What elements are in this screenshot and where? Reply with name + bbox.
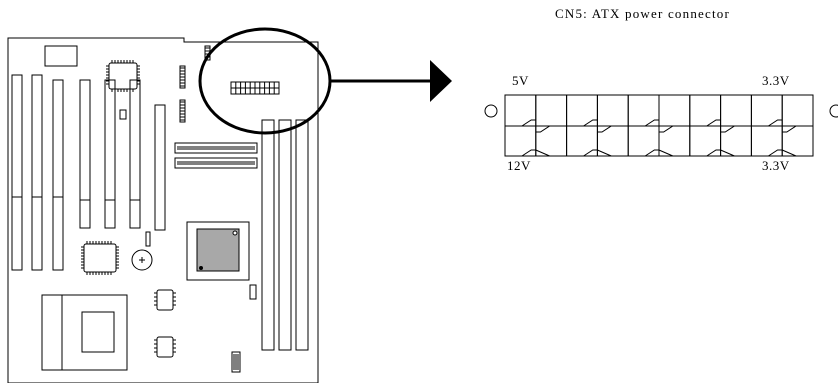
pin-top-6 [658,94,691,127]
pin-key-top-8 [720,125,735,133]
small-ic-2 [156,336,174,358]
pci-slot-1 [79,79,91,229]
mount-hole-left [484,104,498,118]
pin-top-1 [504,94,537,127]
pin-key-top-5 [644,119,659,127]
plcc-chip-bottom [83,243,117,273]
dimm-slot-1 [261,119,275,351]
isa-slot-2 [31,74,43,271]
ide-connector-2 [174,157,258,169]
chip-pins [81,47,255,370]
pin-top-10 [781,94,814,127]
pin-key-top-1 [521,119,536,127]
pin-bottom-1 [504,125,537,157]
pin-bottom-9 [750,125,783,157]
pin-key-top-3 [583,119,598,127]
pci-slots [79,79,141,229]
jumper-block-5 [249,284,257,300]
pin-key-bottom-4 [597,149,612,157]
pin-key-top-9 [768,119,783,127]
pin-top-5 [627,94,660,127]
dimm-slot-3 [295,119,309,351]
dimm-slot-2 [278,119,292,351]
pin-key-top-10 [782,125,797,133]
ide-connector-1 [174,142,258,154]
plcc-chip-top [108,62,138,90]
pin-top-3 [566,94,598,127]
small-chip-1 [119,109,127,120]
callout [198,27,452,135]
north-bridge-chip [196,228,240,272]
isa-slot-1 [11,74,23,271]
pin-key-top-2 [535,125,550,133]
pin-key-bottom-2 [535,149,550,157]
pin-key-top-4 [597,125,612,133]
pci-slot-2 [104,79,116,229]
pin-key-top-6 [659,125,674,133]
pin-key-bottom-1 [521,149,536,157]
connector-title: CN5: ATX power connector [555,6,731,21]
pin-bottom-3 [566,125,598,157]
pin-label-3v3-top: 3.3V [762,73,790,88]
callout-arrowhead [430,60,452,102]
cpu-socket-inner [81,311,115,353]
pin-top-8 [720,94,752,127]
pin-bottom-10 [781,125,814,157]
connector-detail [484,94,838,157]
motherboard [7,37,319,384]
pin-label-3v3-bottom: 3.3V [762,158,790,173]
pin-top-9 [750,94,783,127]
board-atx-connector [230,81,280,95]
pin-bottom-5 [627,125,660,157]
cpu-socket-outer [41,294,128,371]
jumper-block-4 [145,231,151,247]
pin-key-bottom-3 [583,149,598,157]
chip-dot [199,266,203,270]
isa-slot-3 [52,79,64,271]
isa-slots [11,74,64,271]
connector-pins [504,94,814,157]
pci-slot-3 [129,79,141,229]
board-outline [7,37,319,384]
jumper-block-6 [231,351,241,373]
pin-label-5v: 5V [512,73,529,88]
pin-key-top-7 [706,119,721,127]
pin-bottom-7 [689,125,722,157]
pin-key-bottom-9 [768,149,783,157]
pin-label-12v: 12V [507,158,531,173]
agp-slot [154,104,166,231]
battery [131,249,153,271]
pin-top-7 [689,94,722,127]
pin-key-bottom-6 [658,149,674,157]
pin-key-bottom-7 [706,149,721,157]
pin-top-4 [596,94,629,127]
north-bridge-outline [186,221,250,281]
small-ic-1 [156,289,174,311]
highlight-ellipse [198,27,332,135]
chip-pin-mark [232,230,238,236]
pin-key-bottom-10 [782,149,797,157]
pin-key-bottom-8 [720,149,735,157]
pin-top-2 [535,94,568,127]
mount-hole-right [829,104,838,118]
pin-key-bottom-5 [644,149,659,157]
top-chip [44,45,78,67]
